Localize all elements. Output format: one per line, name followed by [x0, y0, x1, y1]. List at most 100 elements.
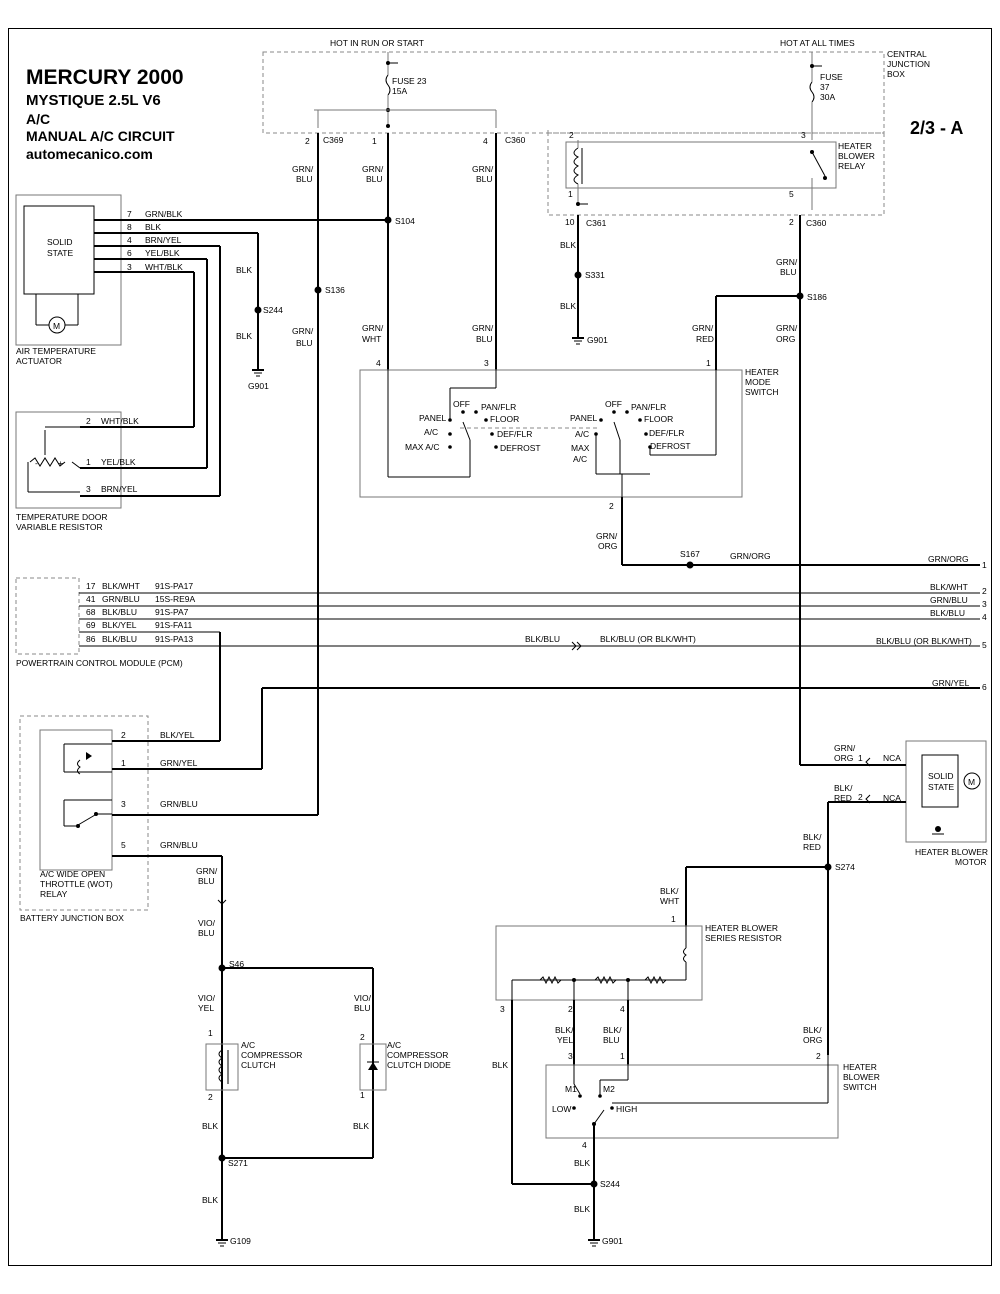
hot-run-label: HOT IN RUN OR START [330, 38, 424, 48]
svg-text:VIO/: VIO/ [198, 918, 216, 928]
svg-text:17: 17 [86, 581, 96, 591]
svg-text:BLK/BLU (OR BLK/WHT): BLK/BLU (OR BLK/WHT) [600, 634, 696, 644]
ground-g901-a: G901 [587, 335, 608, 345]
svg-text:A/C WIDE OPEN: A/C WIDE OPEN [40, 869, 105, 879]
svg-text:BRN/YEL: BRN/YEL [101, 484, 138, 494]
svg-text:S244: S244 [263, 305, 283, 315]
svg-text:2: 2 [208, 1092, 213, 1102]
ground-g901-b: G901 [248, 381, 269, 391]
fuse-23-amp: 15A [392, 86, 407, 96]
svg-text:15S-RE9A: 15S-RE9A [155, 594, 195, 604]
svg-text:S274: S274 [835, 862, 855, 872]
svg-text:HEATER BLOWER: HEATER BLOWER [915, 847, 988, 857]
svg-text:WHT: WHT [660, 896, 679, 906]
svg-text:3: 3 [121, 799, 126, 809]
svg-text:BLU: BLU [198, 876, 215, 886]
svg-text:GRN/: GRN/ [472, 323, 494, 333]
svg-text:91S-PA17: 91S-PA17 [155, 581, 193, 591]
fuse-23-label: FUSE 23 [392, 76, 427, 86]
svg-text:A/C: A/C [387, 1040, 401, 1050]
svg-text:1: 1 [372, 136, 377, 146]
svg-text:4: 4 [376, 358, 381, 368]
svg-text:3: 3 [127, 262, 132, 272]
heater-relay-box [565, 141, 837, 189]
svg-text:91S-FA11: 91S-FA11 [155, 620, 192, 630]
svg-text:PAN/FLR: PAN/FLR [631, 402, 666, 412]
svg-text:6: 6 [982, 682, 987, 692]
resistor-icon-1 [539, 975, 562, 985]
diode-icon [368, 1062, 378, 1070]
svg-text:OFF: OFF [605, 399, 622, 409]
svg-text:A/C: A/C [424, 427, 438, 437]
svg-text:GRN/: GRN/ [362, 323, 384, 333]
blower-motor-icon [963, 772, 981, 790]
svg-text:YEL: YEL [557, 1035, 573, 1045]
svg-text:91S-PA13: 91S-PA13 [155, 634, 193, 644]
svg-text:PAN/FLR: PAN/FLR [481, 402, 516, 412]
fuse-37-label: FUSE [820, 72, 843, 82]
svg-text:STATE: STATE [47, 248, 73, 258]
svg-text:4: 4 [620, 1004, 625, 1014]
svg-text:WHT/BLK: WHT/BLK [145, 262, 183, 272]
svg-text:SOLID: SOLID [928, 771, 954, 781]
fuse-37-amp: 30A [820, 92, 835, 102]
heater-relay-label-3: RELAY [838, 161, 866, 171]
svg-text:BLK: BLK [202, 1121, 218, 1131]
variable-resistor-icon [29, 457, 66, 467]
svg-text:91S-PA7: 91S-PA7 [155, 607, 189, 617]
svg-text:S186: S186 [807, 292, 827, 302]
svg-text:COMPRESSOR: COMPRESSOR [241, 1050, 302, 1060]
svg-text:GRN/BLU: GRN/BLU [160, 799, 198, 809]
svg-text:BLK/: BLK/ [834, 783, 853, 793]
svg-text:GRN/: GRN/ [596, 531, 618, 541]
svg-text:LOW: LOW [552, 1104, 571, 1114]
splice-s136 [314, 286, 322, 294]
battery-jb-box [19, 715, 149, 911]
svg-text:S46: S46 [229, 959, 244, 969]
cjb-outline-lower [547, 132, 885, 216]
svg-text:4: 4 [582, 1140, 587, 1150]
relay-switch-icon [811, 151, 826, 177]
svg-text:VIO/: VIO/ [354, 993, 372, 1003]
svg-text:4: 4 [982, 612, 987, 622]
svg-text:BLK: BLK [492, 1060, 508, 1070]
svg-text:NCA: NCA [883, 753, 901, 763]
svg-text:BLU: BLU [603, 1035, 620, 1045]
air-temp-label-1: AIR TEMPERATURE [16, 346, 96, 356]
svg-text:BLK/BLU (OR BLK/WHT): BLK/BLU (OR BLK/WHT) [876, 636, 972, 646]
diagram-frame [8, 28, 992, 1266]
svg-text:2: 2 [360, 1032, 365, 1042]
svg-text:WHT/BLK: WHT/BLK [101, 416, 139, 426]
svg-text:SWITCH: SWITCH [843, 1082, 877, 1092]
svg-text:BLK/BLU: BLK/BLU [930, 608, 965, 618]
svg-text:DEF/FLR: DEF/FLR [649, 428, 684, 438]
cjb-label-3: BOX [887, 69, 905, 79]
cjb-outline [262, 51, 885, 134]
svg-text:STATE: STATE [928, 782, 954, 792]
svg-text:86: 86 [86, 634, 96, 644]
connector-c361: C361 [586, 218, 607, 228]
svg-text:5: 5 [982, 640, 987, 650]
svg-text:GRN/: GRN/ [692, 323, 714, 333]
svg-text:BRN/YEL: BRN/YEL [145, 235, 182, 245]
svg-text:YEL: YEL [198, 1003, 214, 1013]
svg-text:GRN/: GRN/ [292, 164, 314, 174]
svg-text:3: 3 [568, 1051, 573, 1061]
svg-text:5: 5 [789, 189, 794, 199]
svg-text:BLK/YEL: BLK/YEL [160, 730, 195, 740]
hot-all-label: HOT AT ALL TIMES [780, 38, 855, 48]
svg-text:41: 41 [86, 594, 96, 604]
svg-text:69: 69 [86, 620, 96, 630]
ground-g109: G109 [230, 1236, 251, 1246]
svg-text:S136: S136 [325, 285, 345, 295]
svg-text:BLK/YEL: BLK/YEL [102, 620, 137, 630]
connector-c360: C360 [505, 135, 526, 145]
splice-s167 [686, 561, 694, 569]
clutch-coil-icon [218, 1049, 223, 1083]
blower-switch-box [545, 1064, 839, 1139]
svg-text:HEATER: HEATER [843, 1062, 877, 1072]
svg-text:S331: S331 [585, 270, 605, 280]
svg-text:THROTTLE (WOT): THROTTLE (WOT) [40, 879, 113, 889]
